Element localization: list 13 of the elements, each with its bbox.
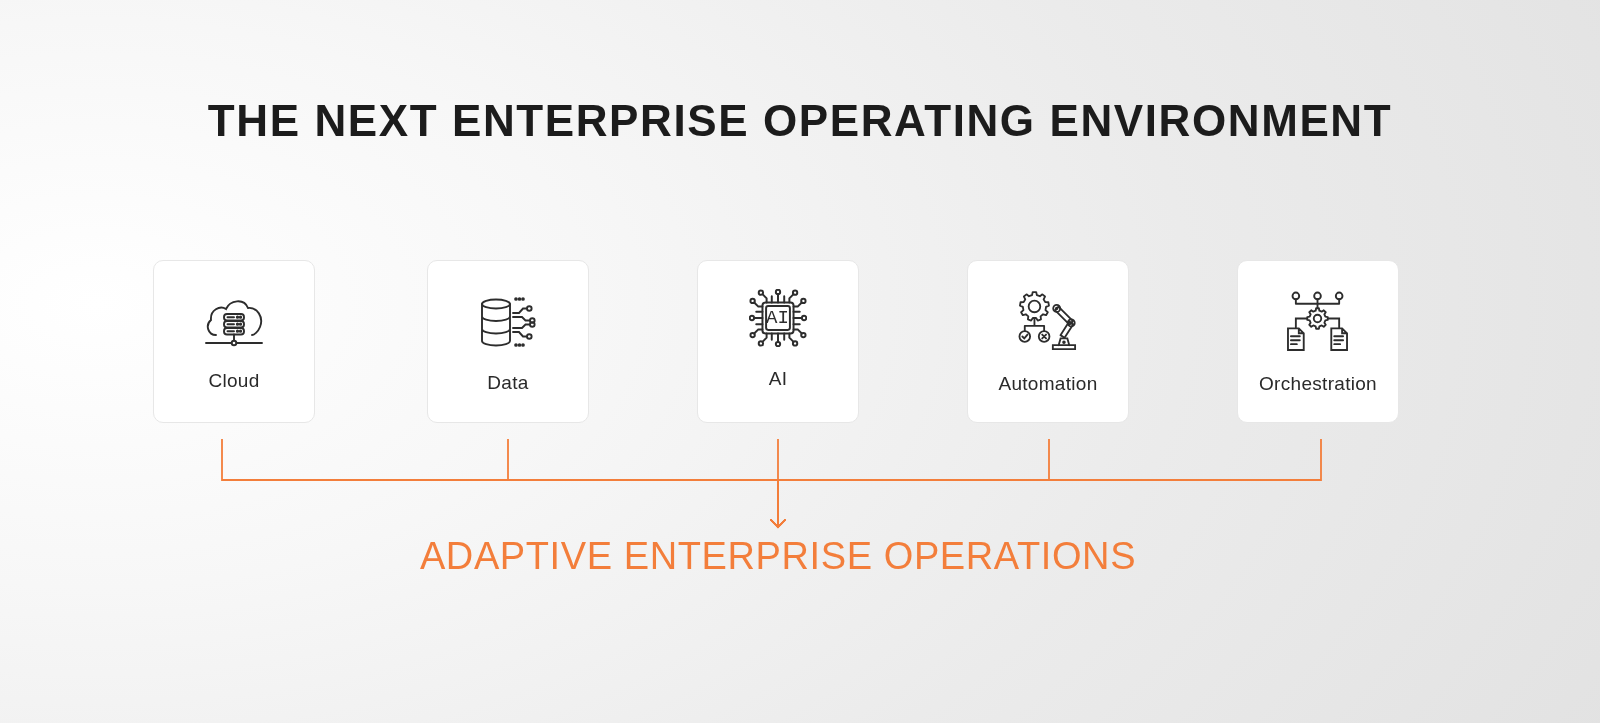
card-label: Cloud bbox=[208, 369, 260, 393]
category-card bbox=[967, 260, 1129, 423]
category-card bbox=[153, 260, 315, 423]
card-label: AI bbox=[768, 367, 788, 391]
card-label: Data bbox=[487, 371, 529, 395]
card-label: Automation bbox=[998, 372, 1098, 396]
outcome-heading: ADAPTIVE ENTERPRISE OPERATIONS bbox=[419, 535, 1137, 577]
category-card bbox=[1237, 260, 1399, 423]
chip-text: AI bbox=[766, 309, 789, 327]
card-label: Orchestration bbox=[1259, 372, 1377, 396]
category-card bbox=[427, 260, 589, 423]
category-card bbox=[697, 260, 859, 423]
title: THE NEXT ENTERPRISE OPERATING ENVIRONMENT bbox=[207, 96, 1393, 146]
